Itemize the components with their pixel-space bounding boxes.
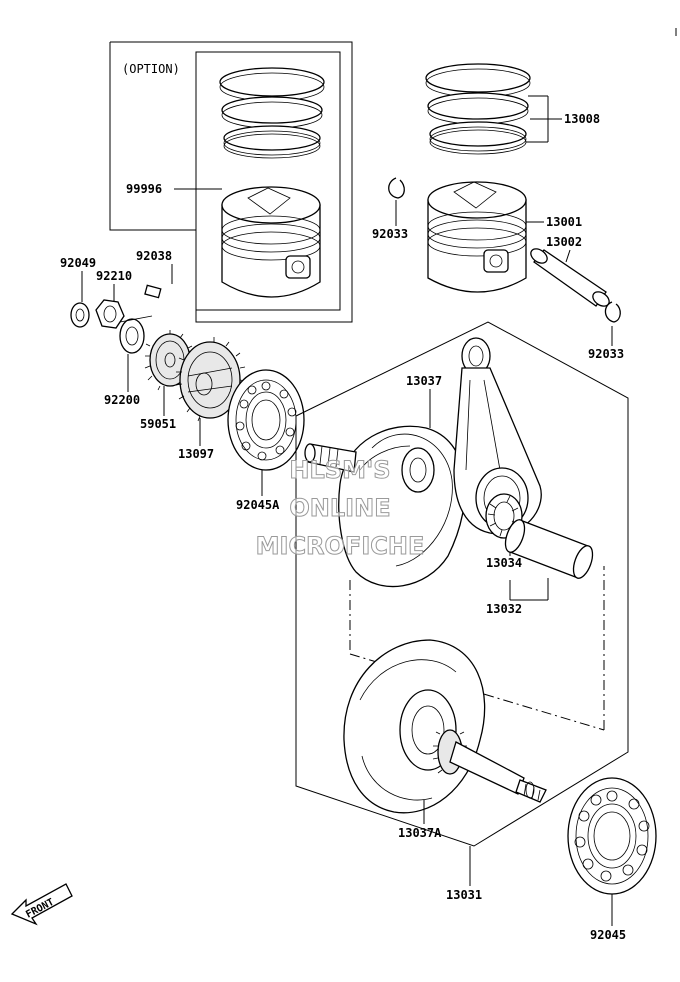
label-92045a: 92045A [236,498,280,512]
watermark: HLSM'S HLSM'S ONLINE ONLINE MICROFICHE M… [255,456,425,561]
leader-13032 [509,578,549,601]
leader-13002 [565,249,571,263]
label-92045: 92045 [590,928,626,942]
nut-92049 [70,302,90,328]
crank-web-upper [338,425,466,588]
watermark-line-1-outline: HLSM'S [289,456,390,484]
label-13034: 13034 [486,556,522,570]
gear-13097 [175,337,246,422]
watermark-line-3-outline: MICROFICHE [256,532,425,560]
circlip-right [604,301,621,323]
option-label: (OPTION) [122,62,180,76]
label-13097: 13097 [178,447,214,461]
label-13008: 13008 [564,112,600,126]
circlip-left [388,177,405,199]
key-92038 [144,284,162,299]
label-92038: 92038 [136,249,172,263]
bearing-92045a [227,369,305,471]
label-92049: 92049 [60,256,96,270]
leader-13008 [526,95,562,143]
label-13002: 13002 [546,235,582,249]
label-92210: 92210 [96,269,132,283]
label-13001: 13001 [546,215,582,229]
piston [427,181,527,293]
label-92200: 92200 [104,393,140,407]
option-frame [109,41,353,323]
bearing-92045 [567,777,657,895]
piston-pin [530,248,610,307]
label-13031: 13031 [446,888,482,902]
label-13037a: 13037A [398,826,442,840]
nut-92210 [95,299,125,329]
label-59051: 59051 [140,417,176,431]
watermark-line-1: HLSM'S [289,456,390,484]
crankshaft-main [432,729,547,803]
crank-pin-13032 [504,519,594,579]
watermark-line-2-outline: ONLINE [289,494,390,522]
option-piston [221,186,321,298]
watermark-line-2: ONLINE [289,494,390,522]
label-92033-lower: 92033 [588,347,624,361]
washer-92200 [119,315,153,354]
label-92033-upper: 92033 [372,227,408,241]
label-99996: 99996 [126,182,162,196]
piston-rings [425,63,531,155]
crankshaft-assembly-frame [295,321,629,847]
label-13032: 13032 [486,602,522,616]
label-13037: 13037 [406,374,442,388]
front-direction-arrow: FRONT [10,883,73,926]
watermark-line-3: MICROFICHE [256,532,425,560]
crank-web-lower [343,639,486,814]
option-piston-rings [219,67,325,159]
crank-pin-stub-upper [304,443,357,473]
